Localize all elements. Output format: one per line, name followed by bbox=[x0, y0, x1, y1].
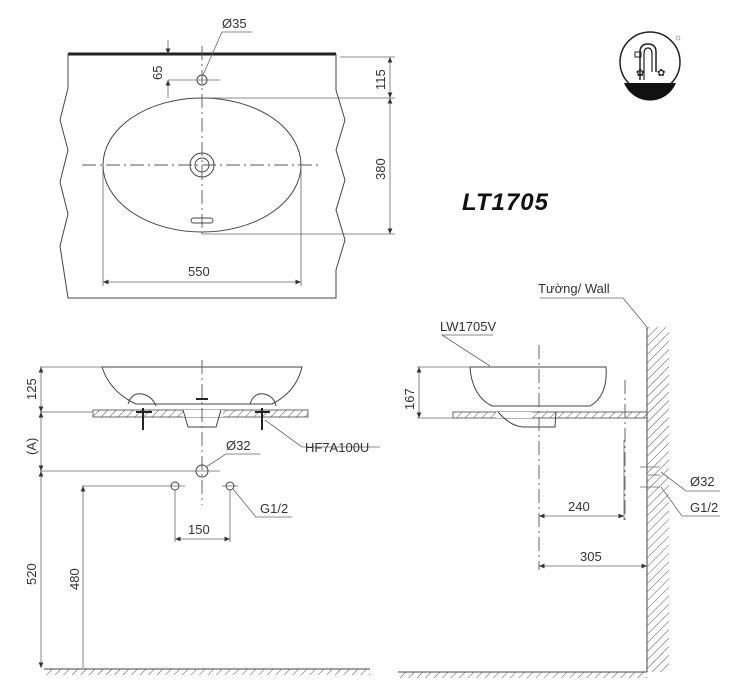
front-basin-height-label: 125 bbox=[24, 378, 39, 400]
front-floor-to-drain-label: 520 bbox=[24, 563, 39, 585]
side-basin-height-label: 167 bbox=[402, 388, 417, 410]
top-basin-width-label: 550 bbox=[188, 264, 210, 279]
side-center-to-outlet-label: 240 bbox=[568, 499, 590, 514]
side-center-to-wall-label: 305 bbox=[580, 549, 602, 564]
svg-text:✿: ✿ bbox=[636, 68, 644, 79]
front-floor-to-supply-label: 480 bbox=[67, 568, 82, 590]
side-basin-model-label: LW1705V bbox=[440, 319, 496, 334]
vessel-sink-countertop-icon: ✿ ✿ bbox=[619, 31, 681, 101]
front-supply-spacing-label: 150 bbox=[188, 522, 210, 537]
side-supply-thread-label: G1/2 bbox=[690, 500, 718, 515]
side-view: 167 LW1705V Tường/ Wall Ø32 G1/2 240 305 bbox=[398, 281, 720, 678]
model-title: LT1705 bbox=[462, 189, 549, 216]
svg-text:✿: ✿ bbox=[657, 68, 665, 79]
front-counter-to-outlet-label: (A) bbox=[24, 438, 39, 455]
front-drain-diameter-label: Ø32 bbox=[226, 438, 251, 453]
front-view: 125 (A) 520 480 Ø32 HF7A100U G1/2 150 bbox=[24, 360, 380, 675]
top-basin-depth-label: 380 bbox=[373, 158, 388, 180]
top-faucet-hole-label: Ø35 bbox=[222, 16, 247, 31]
top-edge-to-basin-label: 115 bbox=[373, 69, 388, 90]
top-view: Ø35 65 115 380 550 bbox=[59, 16, 395, 299]
front-supply-thread-label: G1/2 bbox=[260, 501, 288, 516]
side-wall-label: Tường/ Wall bbox=[538, 281, 610, 296]
front-bracket-part-label: HF7A100U bbox=[305, 440, 369, 455]
side-drain-diameter-label: Ø32 bbox=[690, 474, 715, 489]
top-faucet-offset-label: 65 bbox=[150, 66, 165, 80]
